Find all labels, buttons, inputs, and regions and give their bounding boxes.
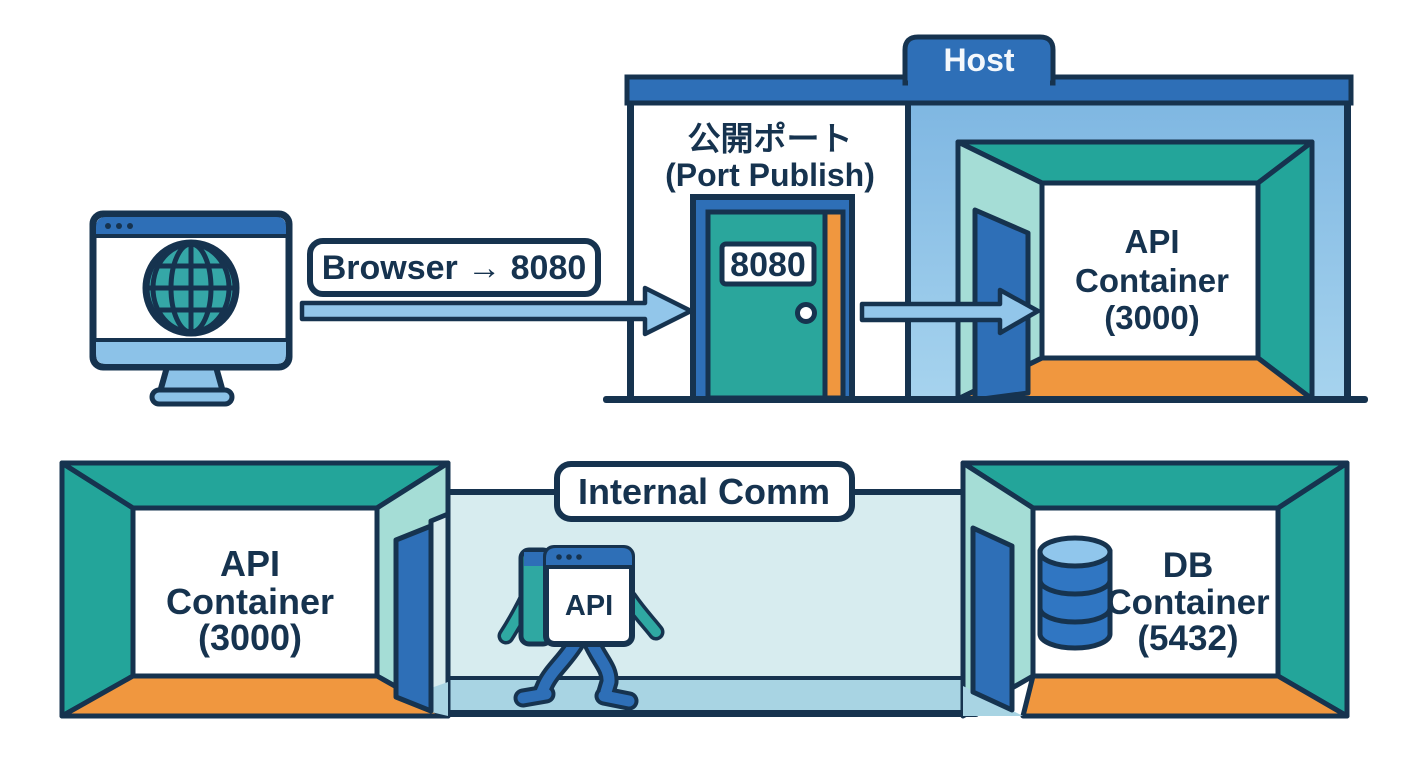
door-number: 8080	[730, 246, 806, 284]
character-foot	[598, 690, 635, 707]
browser-monitor-icon	[89, 210, 293, 407]
room-label-line3: (3000)	[1104, 299, 1199, 336]
right-arrow-icon	[299, 285, 694, 337]
host-right-wall	[1344, 80, 1351, 399]
room-label-line2: Container	[1106, 583, 1270, 622]
globe-icon	[142, 239, 240, 337]
window-dot	[556, 554, 562, 560]
character-title-bar	[546, 548, 632, 567]
window-dot	[576, 554, 582, 560]
room-label-line1: API	[220, 543, 280, 584]
corridor-ground-line	[436, 710, 979, 717]
api-container-room-top-label: API Container (3000)	[1075, 223, 1229, 336]
browser-arrow-label: Browser → 8080	[322, 249, 587, 287]
internal-comm-label: Internal Comm	[554, 461, 855, 522]
right-arrow-icon	[859, 287, 1041, 336]
window-dot	[105, 223, 111, 229]
room-right-wall	[1255, 139, 1315, 402]
published-port-door: 8080	[690, 194, 855, 403]
port-label-english: (Port Publish)	[665, 157, 875, 193]
door-number-plaque	[719, 241, 817, 287]
room-label-line2: Container	[1075, 262, 1229, 299]
window-dot	[116, 223, 122, 229]
character-foot	[517, 688, 552, 704]
host-tab	[902, 34, 1056, 86]
host-ground-line	[603, 396, 1368, 403]
database-icon	[1037, 535, 1113, 651]
monitor-base	[149, 387, 235, 407]
room-label-line2: Container	[166, 581, 334, 622]
room-back-wall	[130, 505, 380, 679]
window-dot	[127, 223, 133, 229]
host-label: Host	[943, 42, 1014, 78]
label-box	[554, 461, 855, 522]
port-label-japanese: 公開ポート	[688, 120, 853, 157]
db-container-room-label: DB Container (5432)	[1106, 546, 1270, 658]
walker-label: API	[565, 590, 613, 622]
browser-request-label: Browser → 8080	[307, 238, 601, 297]
room-floor	[59, 673, 451, 719]
internal-comm-text: Internal Comm	[578, 471, 830, 512]
db-container-room	[960, 460, 1350, 719]
room-label-line1: DB	[1163, 546, 1214, 585]
door-edge-strip	[822, 209, 846, 401]
host-left-wall	[627, 80, 634, 399]
room-label-line1: API	[1124, 223, 1179, 260]
open-door-icon	[970, 525, 1015, 713]
label-box	[307, 238, 601, 297]
api-container-room-bottom-label: API Container (3000)	[166, 543, 334, 658]
room-label-line3: (5432)	[1137, 619, 1238, 658]
host-divider-wall	[905, 103, 911, 396]
door-knob	[795, 302, 817, 324]
api-container-room-bottom	[59, 460, 451, 719]
walking-api-icon: API	[497, 545, 665, 711]
window-dot	[566, 554, 572, 560]
port-publish-label: 公開ポート (Port Publish)	[665, 120, 875, 193]
room-label-line3: (3000)	[198, 617, 302, 658]
room-back-wall	[1039, 180, 1261, 361]
monitor-bottom-strip	[96, 341, 286, 364]
browser-title-bar	[96, 217, 286, 236]
open-door-icon	[393, 523, 434, 714]
